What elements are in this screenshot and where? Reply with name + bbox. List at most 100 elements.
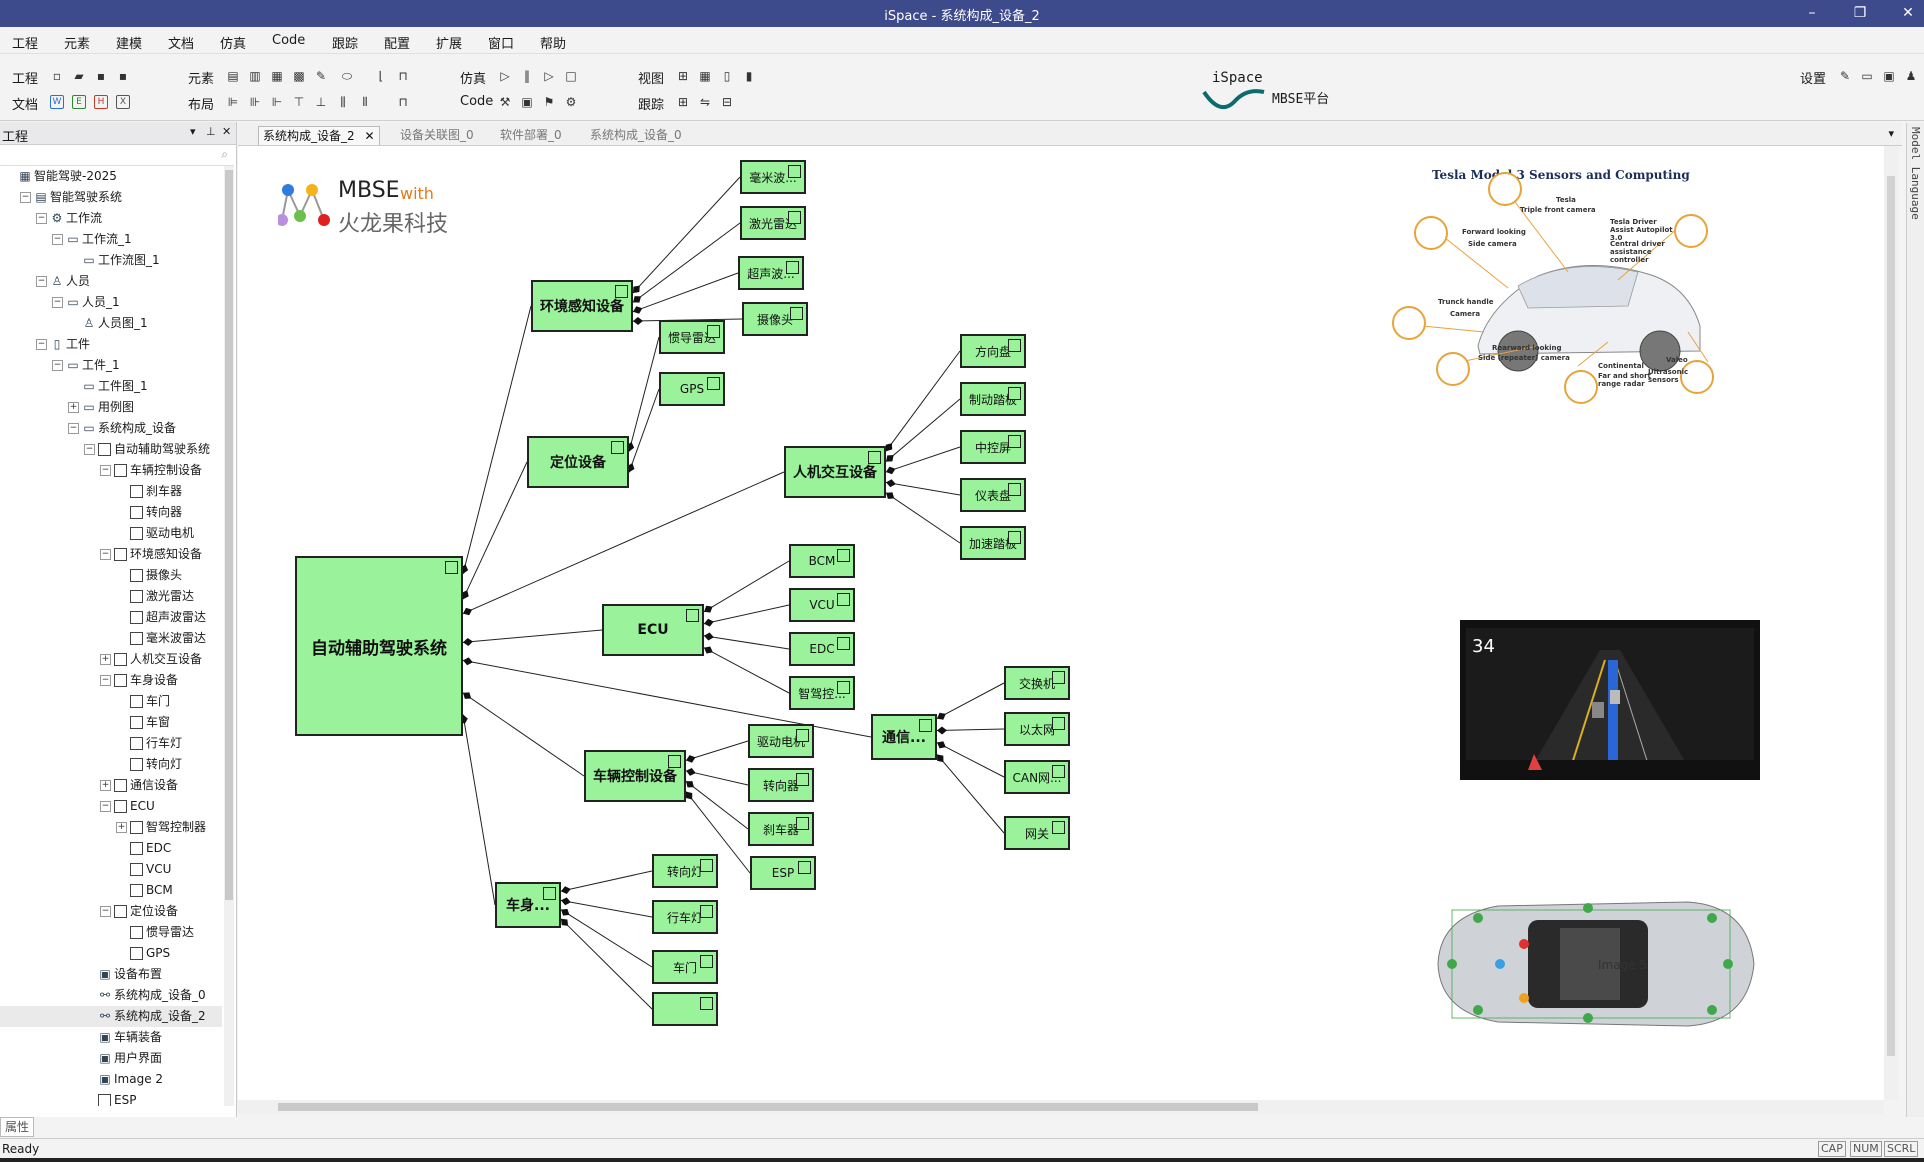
node-collapse-icon[interactable] [796, 773, 809, 786]
node-root[interactable]: 自动辅助驾驶系统 [295, 556, 463, 736]
menu-extension[interactable]: 扩展 [436, 37, 463, 52]
node-head[interactable]: 行车灯 [652, 900, 718, 934]
node-mmw[interactable]: 毫米波... [740, 160, 806, 194]
tab-close-icon[interactable]: ✕ [364, 129, 375, 143]
node-collapse-icon[interactable] [837, 593, 850, 606]
car-topview-image[interactable]: Image 5 [1428, 888, 1758, 1038]
node-collapse-icon[interactable] [837, 681, 850, 694]
expand-icon[interactable]: + [68, 402, 79, 413]
collapse-icon[interactable]: − [36, 339, 47, 350]
code-view-icon[interactable]: ▣ [521, 95, 533, 109]
trace-tool-3-icon[interactable]: ⊟ [721, 95, 733, 109]
distribute-h-icon[interactable]: ⫼ [340, 95, 346, 109]
node-collapse-icon[interactable] [1052, 821, 1065, 834]
tree-item[interactable]: ▣Image 2 [0, 1069, 222, 1090]
view-tool-1-icon[interactable]: ⊞ [677, 69, 689, 83]
collapse-icon[interactable]: − [84, 444, 95, 455]
checkbox[interactable] [130, 821, 143, 834]
panel-close-icon[interactable]: ✕ [222, 125, 232, 138]
checkbox[interactable] [114, 674, 127, 687]
element-tool-5-icon[interactable]: ✎ [315, 69, 327, 83]
collapse-icon[interactable]: − [36, 276, 47, 287]
element-tool-6-icon[interactable]: ⬭ [341, 69, 353, 83]
checkbox[interactable] [114, 779, 127, 792]
node-collapse-icon[interactable] [919, 719, 932, 732]
canvas-hscrollbar[interactable] [238, 1100, 1884, 1114]
restore-button[interactable]: ❐ [1853, 5, 1867, 21]
node-collapse-icon[interactable] [788, 211, 801, 224]
node-collapse-icon[interactable] [798, 861, 811, 874]
stop-icon[interactable]: □ [565, 69, 577, 83]
checkbox[interactable] [130, 506, 143, 519]
tree-item[interactable]: ⚯系统构成_设备_2 [0, 1006, 222, 1027]
collapse-icon[interactable]: − [52, 234, 63, 245]
element-tool-3-icon[interactable]: ▦ [271, 69, 283, 83]
tree-item[interactable]: 车窗 [0, 712, 222, 733]
menu-window[interactable]: 窗口 [488, 37, 515, 52]
node-wheel[interactable]: 方向盘 [960, 334, 1026, 368]
lock-icon[interactable]: ⊓ [398, 69, 408, 83]
node-vctrl[interactable]: 车辆控制设备 [584, 750, 686, 802]
user-icon[interactable]: ♟ [1905, 69, 1917, 83]
tree-item[interactable]: −▯工件 [0, 334, 222, 355]
save-all-icon[interactable]: ▪ [118, 69, 128, 83]
code-build-icon[interactable]: ⚑ [543, 95, 555, 109]
menu-code[interactable]: Code [272, 33, 306, 48]
checkbox[interactable] [130, 737, 143, 750]
tree-item[interactable]: −♙人员 [0, 271, 222, 292]
node-motor[interactable]: 驱动电机 [748, 724, 814, 758]
align-left-icon[interactable]: ⊫ [227, 95, 239, 109]
tree-item[interactable]: +▭用例图 [0, 397, 222, 418]
checkbox[interactable] [98, 1094, 111, 1106]
tree-item[interactable]: −环境感知设备 [0, 544, 222, 565]
distribute-v-icon[interactable]: ⦀ [362, 95, 368, 109]
align-right-icon[interactable]: ⊩ [271, 95, 283, 109]
pin-icon[interactable]: ⊥ [206, 125, 216, 138]
new-icon[interactable]: ▫ [52, 69, 62, 83]
node-collapse-icon[interactable] [786, 261, 799, 274]
tree-item[interactable]: ⚯系统构成_设备_0 [0, 985, 222, 1006]
tree-item[interactable]: −⚙工作流 [0, 208, 222, 229]
tree-item[interactable]: +智驾控制器 [0, 817, 222, 838]
code-settings-icon[interactable]: ⚙ [565, 95, 577, 109]
node-collapse-icon[interactable] [707, 325, 720, 338]
node-collapse-icon[interactable] [837, 549, 850, 562]
node-collapse-icon[interactable] [445, 561, 458, 574]
tree-item[interactable]: ▭工件图_1 [0, 376, 222, 397]
node-switch[interactable]: 交换机 [1004, 666, 1070, 700]
checkbox[interactable] [114, 800, 127, 813]
html-icon[interactable]: H [94, 95, 108, 109]
element-tool-4-icon[interactable]: ▩ [293, 69, 305, 83]
tree-item[interactable]: 毫米波雷达 [0, 628, 222, 649]
checkbox[interactable] [98, 443, 111, 456]
align-center-icon[interactable]: ⊪ [249, 95, 261, 109]
excel-icon[interactable]: E [72, 95, 86, 109]
tree-item[interactable]: GPS [0, 943, 222, 964]
align-top-icon[interactable]: ⊤ [293, 95, 305, 109]
node-collapse-icon[interactable] [700, 905, 713, 918]
node-lidar[interactable]: 激光雷达 [740, 206, 806, 240]
node-collapse-icon[interactable] [611, 441, 624, 454]
tree-item[interactable]: 超声波雷达 [0, 607, 222, 628]
tree-item[interactable]: 摄像头 [0, 565, 222, 586]
align-middle-icon[interactable]: ⊥ [315, 95, 327, 109]
tree-item[interactable]: −车辆控制设备 [0, 460, 222, 481]
menu-modeling[interactable]: 建模 [116, 37, 143, 52]
checkbox[interactable] [130, 947, 143, 960]
tree-item[interactable]: −车身设备 [0, 670, 222, 691]
pause-icon[interactable]: ‖ [524, 69, 530, 83]
search-icon[interactable]: ⌕ [221, 147, 228, 161]
checkbox[interactable] [130, 590, 143, 603]
minimize-button[interactable]: – [1808, 5, 1816, 21]
tree-item[interactable]: ▣用户界面 [0, 1048, 222, 1069]
panel-dropdown-icon[interactable]: ▾ [190, 125, 196, 138]
node-collapse-icon[interactable] [796, 729, 809, 742]
tab-system-device-2[interactable]: 系统构成_设备_2 ✕ [258, 126, 380, 145]
element-tool-1-icon[interactable]: ▤ [227, 69, 239, 83]
node-steer[interactable]: 转向器 [748, 768, 814, 802]
node-window-partial[interactable] [652, 992, 718, 1026]
node-collapse-icon[interactable] [707, 377, 720, 390]
checkbox[interactable] [130, 758, 143, 771]
node-body[interactable]: 车身... [495, 882, 561, 928]
checkbox[interactable] [130, 695, 143, 708]
